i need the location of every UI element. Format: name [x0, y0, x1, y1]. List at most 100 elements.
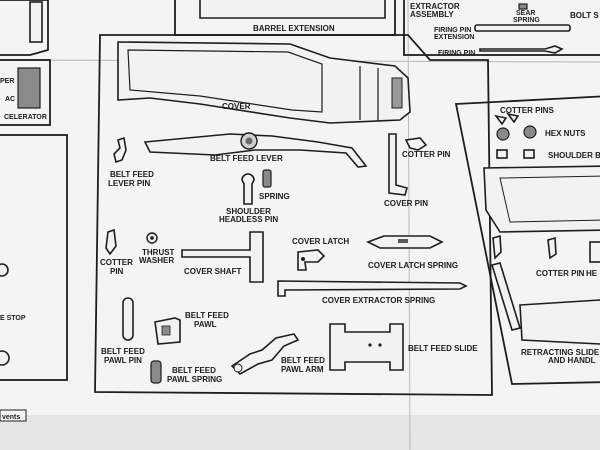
label-shoulder: SHOULDER — [226, 207, 271, 216]
label-belt-feed-pawl-2: PAWL — [194, 320, 217, 329]
shoulder-bolt-part-1 — [496, 149, 508, 159]
accelerator-part — [17, 67, 41, 109]
cotter-pins-part-2 — [506, 112, 520, 124]
cover-part — [117, 41, 411, 124]
label-retracting-slide-2: AND HANDL — [548, 356, 596, 365]
belt-feed-lever-pivot-hole — [245, 137, 253, 145]
belt-feed-pawl-arm-hole — [233, 363, 243, 373]
top-left-part — [29, 1, 43, 43]
left-edge-panels: PER AC CELERATOR E STOP vents — [0, 59, 68, 422]
label-firing-pin: FIRING PIN — [438, 50, 475, 57]
label-belt-feed-pawl-1: BELT FEED — [185, 311, 229, 320]
cover-latch-part — [297, 249, 326, 271]
top-left-frame — [0, 0, 49, 56]
cover-shaft-part — [181, 231, 264, 283]
firing-pin-part — [479, 45, 564, 54]
left-accelerator-frame — [0, 59, 51, 126]
cotter-pins-part-1 — [494, 114, 508, 126]
label-cotter-pin-far-right: COTTER PIN — [536, 269, 585, 278]
label-belt-feed-pawl-pin-2: PAWL PIN — [104, 356, 142, 365]
retracting-slide-panel — [454, 95, 600, 385]
fold-crease-vertical — [407, 0, 411, 450]
cotter-pin-far-right-part — [547, 236, 557, 260]
cotter-pin-far-right-left — [492, 234, 502, 260]
retracting-slide-handle-part — [519, 299, 600, 345]
retracting-slide-rail — [490, 262, 522, 331]
left-stop-part — [0, 263, 9, 277]
label-spring-top: SPRING — [513, 17, 540, 24]
label-stop: E STOP — [0, 315, 26, 322]
label-cotter-pin-left-2: PIN — [110, 267, 124, 276]
shoulder-headless-pin-part — [241, 173, 255, 205]
label-cover-latch: COVER LATCH — [292, 237, 349, 246]
retracting-slide-housing — [483, 165, 600, 233]
left-lower-part — [0, 350, 10, 366]
label-barrel-extension: BARREL EXTENSION — [253, 24, 335, 33]
firing-pin-extension-part — [474, 24, 571, 32]
cover-latch-spring-slot — [398, 239, 408, 243]
top-strip: BARREL EXTENSION EXTRACTOR ASSEMBLY SEAR… — [0, 0, 600, 57]
label-accelerator: CELERATOR — [4, 114, 47, 121]
belt-feed-lever-part — [143, 133, 368, 168]
belt-feed-slide-part — [329, 323, 404, 371]
cover-pin-part — [388, 133, 408, 196]
label-retracting-slide-1: RETRACTING SLIDE — [521, 348, 600, 357]
label-ac: AC — [5, 96, 15, 103]
label-cotter-pins: COTTER PINS — [500, 106, 554, 115]
label-cover: COVER — [222, 102, 251, 111]
corner-tag — [0, 409, 27, 422]
cover-latch-hole — [301, 257, 305, 261]
belt-feed-slide-hole-2 — [378, 343, 382, 347]
label-bolt-stop: BOLT S — [570, 11, 599, 20]
belt-feed-lever-pin-part — [113, 136, 127, 164]
belt-feed-slide-hole-1 — [368, 343, 372, 347]
belt-feed-pawl-spring-part — [150, 360, 162, 384]
sear-spring-part — [518, 3, 528, 10]
label-belt-feed-lever-pin-1: BELT FEED — [110, 170, 154, 179]
paper-bottom-shade — [0, 415, 600, 450]
label-washer: WASHER — [139, 256, 174, 265]
label-belt-feed-pawl-spring-2: PAWL SPRING — [167, 375, 222, 384]
label-corner-tag: vents — [2, 414, 20, 421]
label-headless-pin: HEADLESS PIN — [219, 215, 278, 224]
label-belt-feed-slide: BELT FEED SLIDE — [408, 344, 478, 353]
label-belt-feed-pawl-spring-1: BELT FEED — [172, 366, 216, 375]
label-belt-feed-lever: BELT FEED LEVER — [210, 154, 283, 163]
cover-extractor-spring-part — [277, 280, 468, 297]
label-extractor: EXTRACTOR — [410, 2, 460, 11]
label-shoulder-bolt: SHOULDER BOLT — [548, 151, 600, 160]
label-cotter-pin-right: COTTER PIN — [402, 150, 451, 159]
label-cotter-pin-left-1: COTTER — [100, 258, 133, 267]
label-sear: SEAR — [516, 10, 535, 17]
label-spring: SPRING — [259, 192, 290, 201]
label-belt-feed-pawl-pin-1: BELT FEED — [101, 347, 145, 356]
label-cover-extractor-spring: COVER EXTRACTOR SPRING — [322, 296, 435, 305]
label-belt-feed-pawl-arm-2: PAWL ARM — [281, 365, 324, 374]
label-belt-feed-lever-pin-2: LEVER PIN — [108, 179, 150, 188]
he-part — [589, 241, 600, 263]
label-thrust: THRUST — [142, 248, 175, 257]
hex-nut-part-1 — [496, 127, 510, 141]
shoulder-bolt-part-2 — [523, 149, 535, 159]
belt-feed-pawl-arm-part — [230, 333, 300, 375]
label-cover-shaft: COVER SHAFT — [184, 267, 241, 276]
label-per: PER — [0, 78, 14, 85]
cotter-pin-right-part — [404, 137, 428, 151]
barrel-extension-part — [199, 0, 386, 19]
label-hex-nuts: HEX NUTS — [545, 129, 586, 138]
hex-nut-part-2 — [523, 125, 537, 139]
label-assembly: ASSEMBLY — [410, 10, 454, 19]
cotter-pin-left-part — [105, 228, 117, 256]
label-belt-feed-pawl-arm-1: BELT FEED — [281, 356, 325, 365]
belt-feed-pawl-window — [161, 325, 171, 336]
extractor-frame — [403, 0, 600, 56]
label-cover-pin: COVER PIN — [384, 199, 428, 208]
label-cover-latch-spring: COVER LATCH SPRING — [368, 261, 458, 270]
spring-part — [262, 169, 272, 188]
cover-group-panel — [94, 34, 493, 396]
label-firing-pin-ext-1: FIRING PIN — [434, 27, 471, 34]
left-stop-frame — [0, 134, 68, 381]
label-firing-pin-ext-2: EXTENSION — [434, 34, 474, 41]
retracting-slide-housing-inner — [499, 175, 600, 223]
